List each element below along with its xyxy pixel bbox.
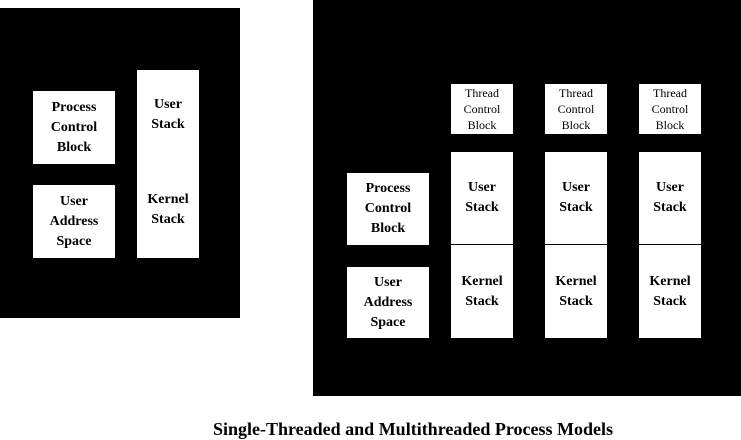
multi-process-control-block: Process Control Block: [347, 173, 429, 245]
thread-control-block: Thread Control Block: [639, 84, 701, 134]
stack-divider: [545, 244, 607, 245]
thread-kernel-stack: Kernel Stack: [555, 273, 597, 309]
thread-stack-column: User Stack Kernel Stack: [451, 152, 513, 338]
thread-kernel-stack: Kernel Stack: [461, 273, 503, 309]
figure-caption: Single-Threaded and Multithreaded Proces…: [212, 419, 614, 439]
single-kernel-stack: Kernel Stack: [147, 192, 189, 227]
thread-kernel-stack: Kernel Stack: [649, 273, 691, 309]
thread-user-stack: User Stack: [559, 180, 593, 215]
stack-divider: [451, 244, 513, 245]
thread-stack-column: User Stack Kernel Stack: [545, 152, 607, 338]
single-user-address-space: User Address Space: [33, 185, 115, 258]
thread-control-block: Thread Control Block: [451, 84, 513, 134]
single-stack-column: User Stack Kernel Stack: [137, 70, 199, 258]
thread-user-stack: User Stack: [465, 180, 499, 215]
multi-user-address-space: User Address Space: [347, 267, 429, 338]
thread-control-block: Thread Control Block: [545, 84, 607, 134]
single-user-stack: User Stack: [151, 97, 185, 132]
thread-user-stack: User Stack: [653, 180, 687, 215]
stack-divider: [639, 244, 701, 245]
single-process-control-block: Process Control Block: [33, 91, 115, 164]
thread-stack-column: User Stack Kernel Stack: [639, 152, 701, 338]
